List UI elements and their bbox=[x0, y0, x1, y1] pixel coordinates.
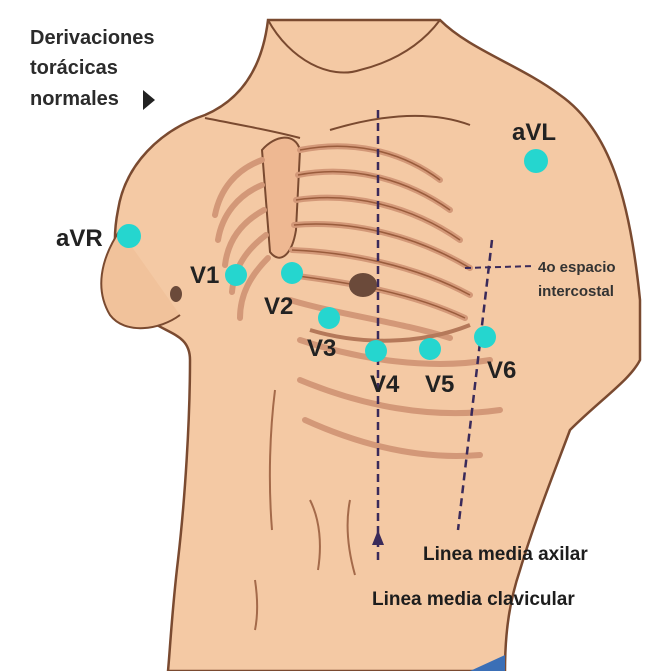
electrode-v4 bbox=[365, 340, 387, 362]
label-v2: V2 bbox=[264, 293, 293, 320]
title-arrow-icon bbox=[143, 90, 155, 110]
label-axillary-line: Linea media axilar bbox=[423, 544, 588, 565]
label-avr: aVR bbox=[56, 225, 103, 252]
electrode-v3 bbox=[318, 307, 340, 329]
title-line-2: torácicas bbox=[30, 57, 118, 79]
left-nipple bbox=[349, 273, 377, 297]
electrode-v1 bbox=[225, 264, 247, 286]
label-v5: V5 bbox=[425, 371, 454, 398]
electrode-v6 bbox=[474, 326, 496, 348]
label-avl: aVL bbox=[512, 119, 556, 146]
electrode-avr bbox=[117, 224, 141, 248]
label-v4: V4 bbox=[370, 371, 400, 398]
label-v1: V1 bbox=[190, 262, 219, 289]
title-line-1: Derivaciones bbox=[30, 27, 155, 49]
annotation-line-1: 4o espacio bbox=[538, 259, 616, 276]
label-v6: V6 bbox=[487, 357, 516, 384]
annotation-line-2: intercostal bbox=[538, 283, 614, 300]
electrode-v5 bbox=[419, 338, 441, 360]
electrode-avl bbox=[524, 149, 548, 173]
label-v3: V3 bbox=[307, 335, 336, 362]
electrode-v2 bbox=[281, 262, 303, 284]
right-nipple bbox=[170, 286, 182, 302]
title-line-3: normales bbox=[30, 88, 119, 110]
label-clavicular-line: Linea media clavicular bbox=[372, 589, 575, 610]
